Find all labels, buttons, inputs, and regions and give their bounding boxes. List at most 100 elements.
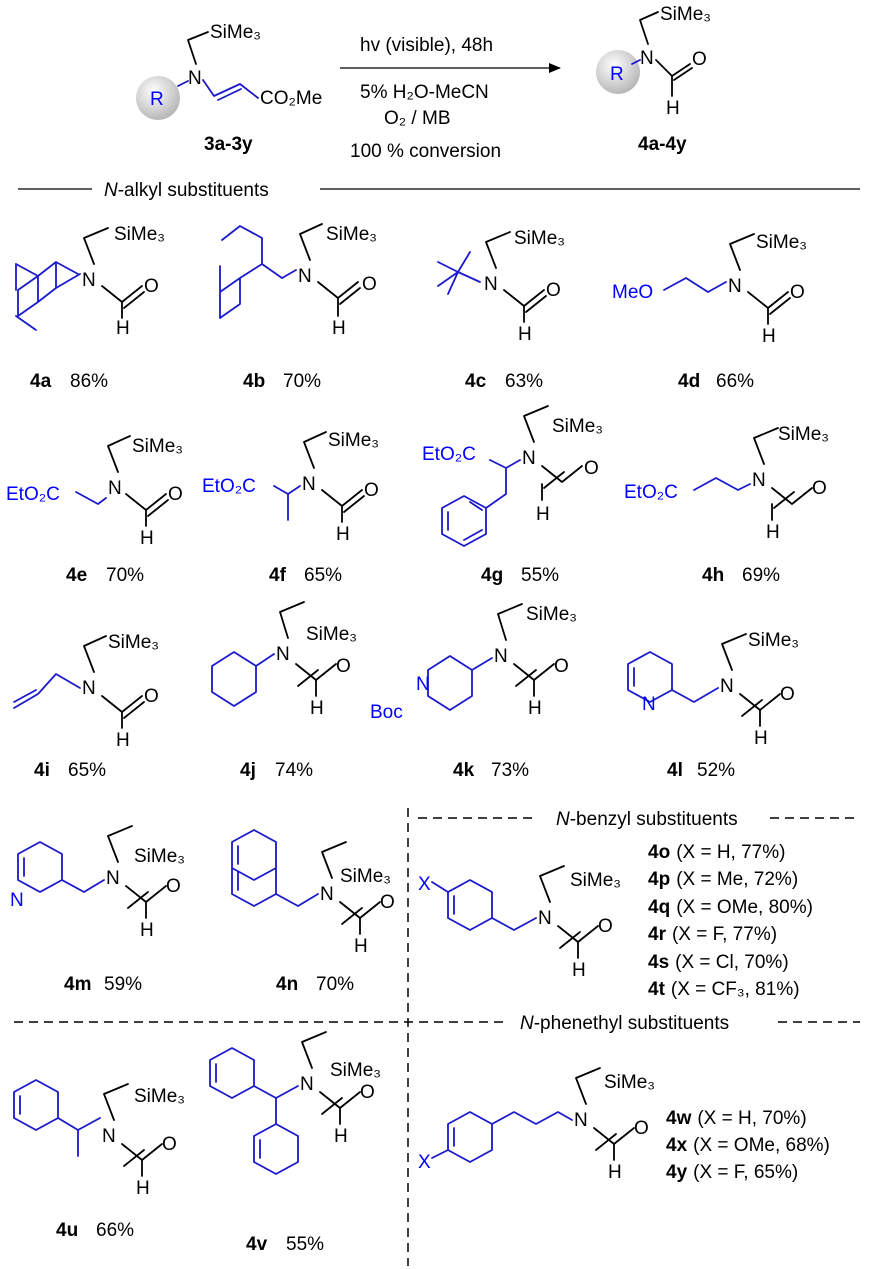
compound-4i-label: 4i [34, 760, 50, 781]
svg-text:N-phenethyl substituents: N-phenethyl substituents [520, 1013, 729, 1034]
benzyl-compound-list: 4o(X = H, 77%) 4p(X = Me, 72%) 4q(X = OM… [648, 842, 813, 1000]
section-alkyl-header: N-alkyl substituents [18, 180, 860, 201]
reaction-header: R N SiMe₃ CO₂Me 3a-3y hv (visible), 48h … [136, 4, 711, 162]
compound-4b-yield: 70% [283, 371, 321, 392]
svg-text:SiMe₃: SiMe₃ [134, 1086, 185, 1107]
svg-text:O: O [634, 1118, 649, 1139]
compound-benzyl-structure: X N SiMe₃ O H [418, 865, 621, 981]
svg-text:SiMe₃: SiMe₃ [570, 870, 621, 891]
svg-text:O: O [162, 1134, 177, 1155]
benzyl-4r: 4r(X = F, 77%) [648, 924, 777, 945]
compound-4g-label: 4g [481, 565, 503, 586]
compound-4k-label: 4k [453, 760, 475, 781]
svg-text:O: O [598, 916, 613, 937]
compound-4g-yield: 55% [521, 565, 559, 586]
svg-text:SiMe₃: SiMe₃ [604, 1072, 655, 1093]
compound-4h-structure: EtO₂C N SiMe₃ O H [624, 424, 829, 543]
compound-4g-structure: EtO₂C N SiMe₃ O H [422, 405, 603, 547]
svg-text:SiMe₃: SiMe₃ [328, 430, 379, 451]
compound-4d-yield: 66% [716, 371, 754, 392]
svg-text:O: O [362, 274, 377, 295]
compound-4j-label: 4j [240, 760, 256, 781]
reactant-ester: CO₂Me [260, 88, 322, 109]
svg-text:X: X [418, 1152, 431, 1173]
svg-text:H: H [140, 920, 154, 941]
product-silyl: SiMe₃ [660, 4, 711, 25]
svg-text:H: H [608, 1162, 622, 1183]
svg-text:H: H [336, 524, 350, 545]
svg-text:MeO: MeO [612, 282, 653, 303]
svg-text:N: N [82, 270, 96, 291]
condition-3: O₂ / MB [384, 108, 451, 129]
svg-text:H: H [754, 728, 768, 749]
svg-text:SiMe₃: SiMe₃ [756, 232, 807, 253]
compound-4f-structure: EtO₂C N SiMe₃ O H [202, 430, 379, 545]
compound-4b-label: 4b [243, 371, 265, 392]
svg-text:SiMe₃: SiMe₃ [514, 228, 565, 249]
compound-4u-structure: N SiMe₃ O H [13, 1079, 185, 1199]
svg-text:N: N [574, 1110, 588, 1131]
svg-text:N: N [484, 274, 498, 295]
svg-text:N: N [416, 674, 430, 695]
compound-4i-yield: 65% [68, 760, 106, 781]
phenethyl-4w: 4w(X = H, 70%) [666, 1108, 807, 1129]
svg-text:N: N [82, 678, 96, 699]
svg-text:SiMe₃: SiMe₃ [306, 624, 357, 645]
compound-4m-yield: 59% [104, 974, 142, 995]
svg-text:N: N [752, 470, 766, 491]
compound-4e-structure: EtO₂C N SiMe₃ O H [6, 435, 183, 549]
condition-4: 100 % conversion [350, 141, 501, 162]
r-group-ball [136, 76, 180, 120]
compound-4e-yield: 70% [106, 565, 144, 586]
compound-4i-structure: N SiMe₃ O H [13, 632, 159, 751]
product-r-ball [596, 50, 640, 94]
svg-text:N: N [494, 646, 508, 667]
svg-text:H: H [136, 1178, 150, 1199]
r-group-label: R [150, 89, 164, 110]
svg-text:N: N [10, 890, 24, 911]
svg-text:O: O [380, 892, 395, 913]
compound-4l-label: 4l [667, 760, 683, 781]
svg-text:H: H [766, 522, 780, 543]
svg-text:N: N [108, 478, 122, 499]
compound-4b-structure: N SiMe₃ O H [219, 223, 377, 339]
svg-text:H: H [310, 698, 324, 719]
svg-text:H: H [572, 960, 586, 981]
phenethyl-compound-list: 4w(X = H, 70%) 4x(X = OMe, 68%) 4y(X = F… [666, 1108, 830, 1183]
compound-4d-label: 4d [678, 371, 700, 392]
svg-text:Boc: Boc [370, 702, 403, 723]
phenethyl-4y: 4y(X = F, 65%) [666, 1162, 798, 1183]
compound-4k-yield: 73% [491, 760, 529, 781]
svg-text:EtO₂C: EtO₂C [202, 476, 256, 497]
svg-text:O: O [546, 280, 561, 301]
section-benzyl-header: N-benzyl substituents [418, 809, 860, 830]
svg-text:O: O [360, 1082, 375, 1103]
svg-text:N: N [102, 1126, 116, 1147]
compound-4l-yield: 52% [697, 760, 735, 781]
svg-text:SiMe₃: SiMe₃ [552, 416, 603, 437]
svg-text:O: O [790, 282, 805, 303]
product-structure: R N SiMe₃ O H [596, 4, 711, 119]
compound-4a-label: 4a [30, 371, 52, 392]
compound-4a-structure: N SiMe₃ O H [15, 224, 165, 339]
svg-text:H: H [332, 318, 346, 339]
compound-4m-label: 4m [64, 974, 91, 995]
svg-text:O: O [780, 684, 795, 705]
svg-text:SiMe₃: SiMe₃ [330, 1060, 381, 1081]
svg-text:EtO₂C: EtO₂C [624, 482, 678, 503]
reactant-silyl: SiMe₃ [210, 22, 261, 43]
compound-4n-label: 4n [276, 974, 298, 995]
product-r-label: R [610, 64, 624, 85]
compound-4c-structure: N SiMe₃ O H [437, 228, 565, 345]
svg-text:EtO₂C: EtO₂C [6, 484, 60, 505]
compound-4a-yield: 86% [70, 371, 108, 392]
svg-text:H: H [116, 318, 130, 339]
svg-text:N: N [728, 276, 742, 297]
svg-text:SiMe₃: SiMe₃ [340, 866, 391, 887]
svg-text:SiMe₃: SiMe₃ [748, 630, 799, 651]
svg-text:H: H [762, 326, 776, 347]
condition-1: hv (visible), 48h [360, 35, 493, 56]
svg-text:H: H [518, 324, 532, 345]
svg-text:H: H [334, 1126, 348, 1147]
reactant-label: 3a-3y [204, 134, 253, 155]
